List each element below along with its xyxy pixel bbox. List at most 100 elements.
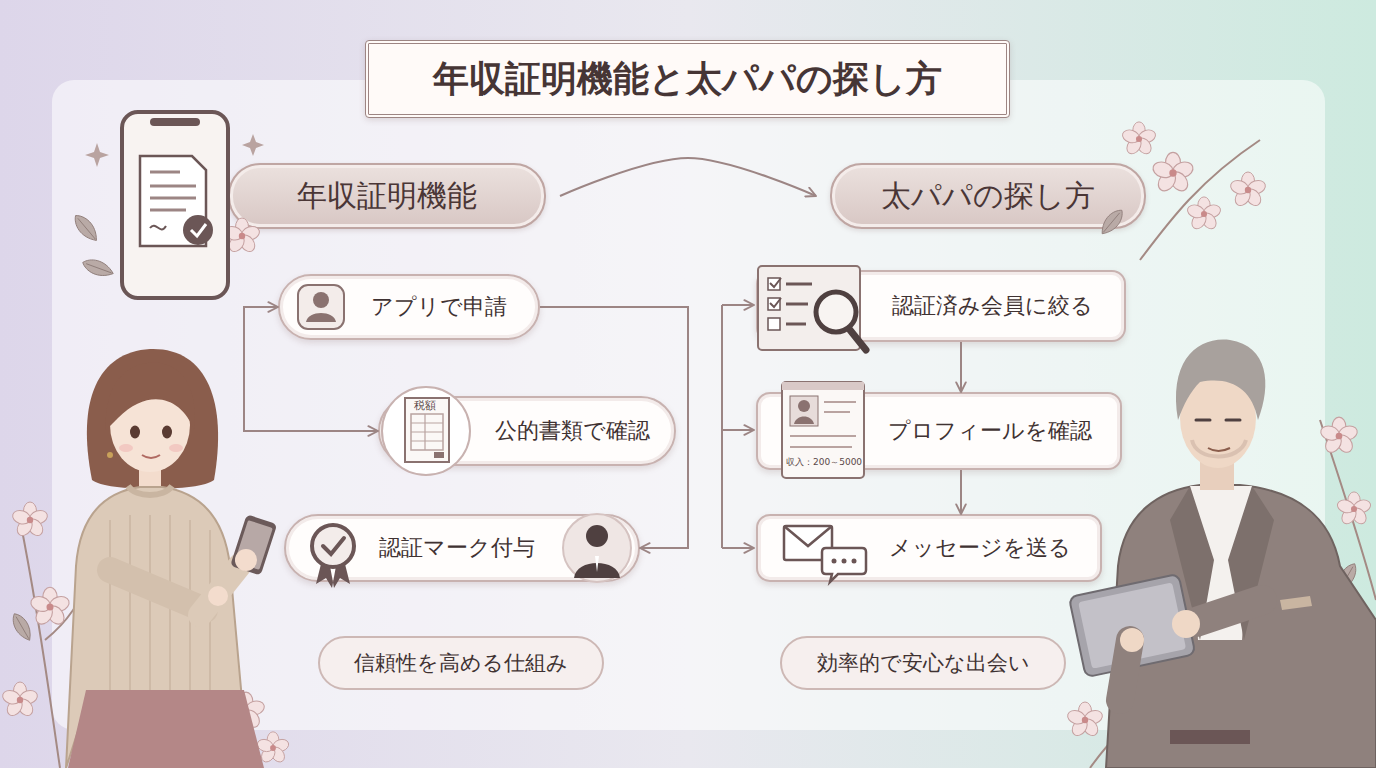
badge-icon-part — [323, 538, 344, 554]
process-step: アプリで申請 — [278, 274, 540, 340]
phone-icon-part — [183, 215, 213, 245]
phone-icon-part — [150, 172, 196, 210]
title-banner: 年収証明機能と太パパの探し方 — [365, 40, 1010, 118]
woman-figure-part — [230, 514, 277, 575]
member-silhouette-part — [595, 556, 599, 572]
message-icon-part — [852, 559, 857, 564]
blossom-decoration-part — [1229, 172, 1267, 208]
woman-figure-part — [128, 486, 172, 495]
man-figure-part — [1280, 596, 1312, 610]
phone-icon-part — [122, 112, 228, 298]
man-figure-part — [1069, 574, 1196, 677]
blossom-decoration-part — [1334, 561, 1360, 594]
blossom-decoration — [1, 122, 1376, 768]
man-figure-part — [1120, 628, 1144, 652]
tax-document-icon-part — [382, 387, 470, 475]
blossom-decoration-part — [1, 682, 39, 718]
woman-figure-part — [119, 444, 133, 452]
phone-icon-part — [85, 143, 109, 167]
node-text: 公的書類で確認 — [495, 416, 650, 446]
profile-card-icon-part — [782, 382, 864, 478]
blossom-decoration-part — [20, 140, 1376, 768]
man-figure-part — [1106, 485, 1376, 768]
message-icon-part — [832, 559, 837, 564]
search-step: メッセージを送る — [756, 514, 1102, 582]
search-checklist-icon-part — [768, 278, 780, 290]
blossom-decoration-part — [1121, 122, 1157, 157]
applicant-icon-part — [313, 292, 329, 308]
phone-icon-part — [191, 224, 206, 236]
tax-document-icon-part — [411, 414, 443, 450]
node-text: 認証済み会員に絞る — [892, 291, 1093, 321]
blossom-decoration-part — [256, 732, 290, 765]
man-figure — [1069, 340, 1376, 768]
summary-pill: 効率的で安心な出会い — [780, 636, 1066, 690]
profile-card-icon-part — [794, 417, 814, 425]
phone-icon — [85, 112, 264, 298]
woman-figure-part — [106, 363, 195, 430]
woman-figure-part — [169, 444, 183, 452]
woman-figure-part — [208, 586, 228, 606]
search-checklist-icon-part — [786, 284, 812, 324]
man-figure-part — [1069, 574, 1196, 677]
profile-card-icon-part — [790, 396, 818, 426]
node-text: メッセージを送る — [889, 533, 1071, 563]
process-step: 認証マーク付与 — [284, 514, 640, 582]
blossom-decoration-part — [70, 211, 101, 245]
applicant-icon-part — [306, 313, 336, 322]
man-figure-part — [1196, 600, 1262, 622]
woman-figure-part — [87, 349, 218, 489]
node-text: 信頼性を高める仕組み — [354, 649, 568, 677]
search-step: プロフィールを確認 — [756, 392, 1122, 470]
search-checklist-icon-part — [758, 266, 860, 350]
message-icon — [784, 526, 866, 582]
split-bracket-part — [722, 429, 754, 431]
woman-figure-part — [235, 549, 257, 571]
node-text: 効率的で安心な出会い — [817, 649, 1030, 677]
man-figure-part — [1192, 440, 1246, 457]
search-checklist-icon — [758, 266, 866, 350]
node-text: アプリで申請 — [371, 292, 507, 322]
blossom-decoration-part — [11, 502, 49, 538]
blossom-decoration-part — [1319, 417, 1359, 455]
tax-document-icon-part — [411, 414, 443, 450]
badge-icon — [312, 525, 354, 588]
badge-icon-part — [312, 525, 354, 567]
message-icon-part — [784, 526, 832, 560]
blossom-decoration-part — [1111, 730, 1145, 763]
phone-icon-part — [150, 226, 166, 230]
profile-card-icon-part — [782, 382, 864, 390]
woman-figure-part — [200, 565, 240, 615]
applicant-icon — [298, 285, 344, 329]
woman-figure-part — [139, 462, 161, 490]
node-text: 認証マーク付与 — [379, 533, 535, 563]
search-checklist-icon-part — [768, 318, 780, 330]
message-icon-part — [842, 559, 847, 564]
man-figure-part — [1170, 486, 1274, 640]
woman-figure-part — [107, 452, 113, 458]
woman-figure-part — [235, 520, 273, 570]
flow-arrow — [960, 342, 962, 392]
split-bracket-part — [722, 304, 754, 306]
woman-figure — [66, 349, 277, 768]
man-figure-part — [1200, 456, 1234, 490]
woman-figure-part — [130, 426, 140, 439]
summary-pill: 信頼性を高める仕組み — [318, 636, 604, 690]
profile-card-icon-part — [798, 400, 810, 412]
search-step: 認証済み会員に絞る — [756, 270, 1126, 342]
tax-document-icon-part — [434, 452, 444, 458]
woman-figure-part — [110, 570, 205, 610]
node-text: 太パパの探し方 — [881, 176, 1095, 217]
search-checklist-icon-part — [850, 330, 866, 350]
woman-figure-part — [142, 455, 160, 458]
member-silhouette-part — [586, 525, 608, 547]
tax-document-icon — [382, 387, 470, 475]
member-silhouette — [563, 514, 631, 582]
phone-icon-part — [242, 134, 264, 156]
flow-arrow — [244, 307, 378, 431]
profile-card-icon-part — [790, 402, 856, 447]
blossom-decoration-part — [1336, 492, 1372, 527]
blossom-decoration-part — [80, 256, 115, 280]
